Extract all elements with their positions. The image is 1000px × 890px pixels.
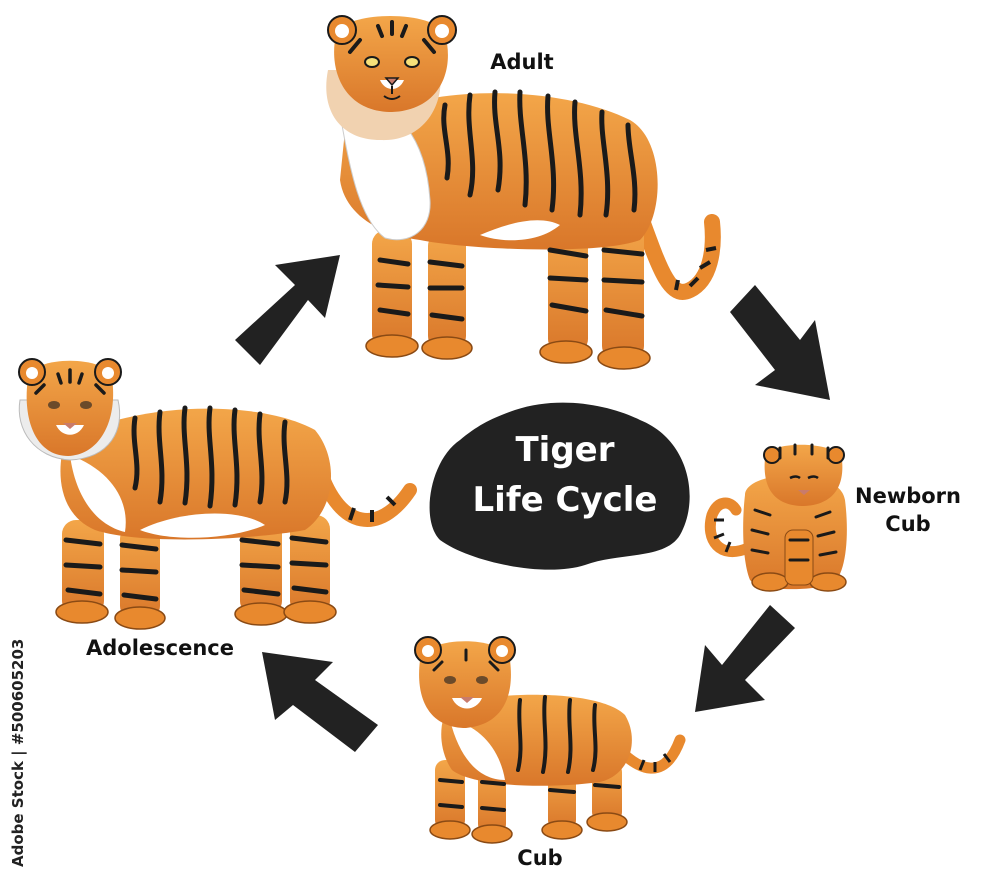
stage-label-cub: Cub	[517, 846, 563, 870]
stock-id-watermark: Adobe Stock | #500605203	[6, 638, 34, 880]
stage-label-adolescence: Adolescence	[86, 636, 234, 660]
stage-label-adult: Adult	[490, 50, 554, 74]
title-blob	[429, 402, 690, 570]
stage-label-newborn-cub: Newborn Cub	[855, 484, 961, 536]
arrow-cub-to-adolescence	[262, 652, 378, 752]
arrow-adolescence-to-adult	[235, 255, 340, 365]
arrow-adult-to-newborn	[730, 285, 830, 400]
newborn-cub-illustration	[704, 443, 847, 592]
diagram-title: Tiger Life Cycle	[472, 430, 658, 520]
adolescence-tiger-illustration	[18, 358, 417, 630]
arrow-newborn-to-cub	[695, 605, 795, 712]
adult-tiger-illustration	[326, 15, 721, 370]
stock-id-text: Adobe Stock | #500605203	[9, 638, 27, 867]
cub-illustration	[414, 636, 686, 844]
